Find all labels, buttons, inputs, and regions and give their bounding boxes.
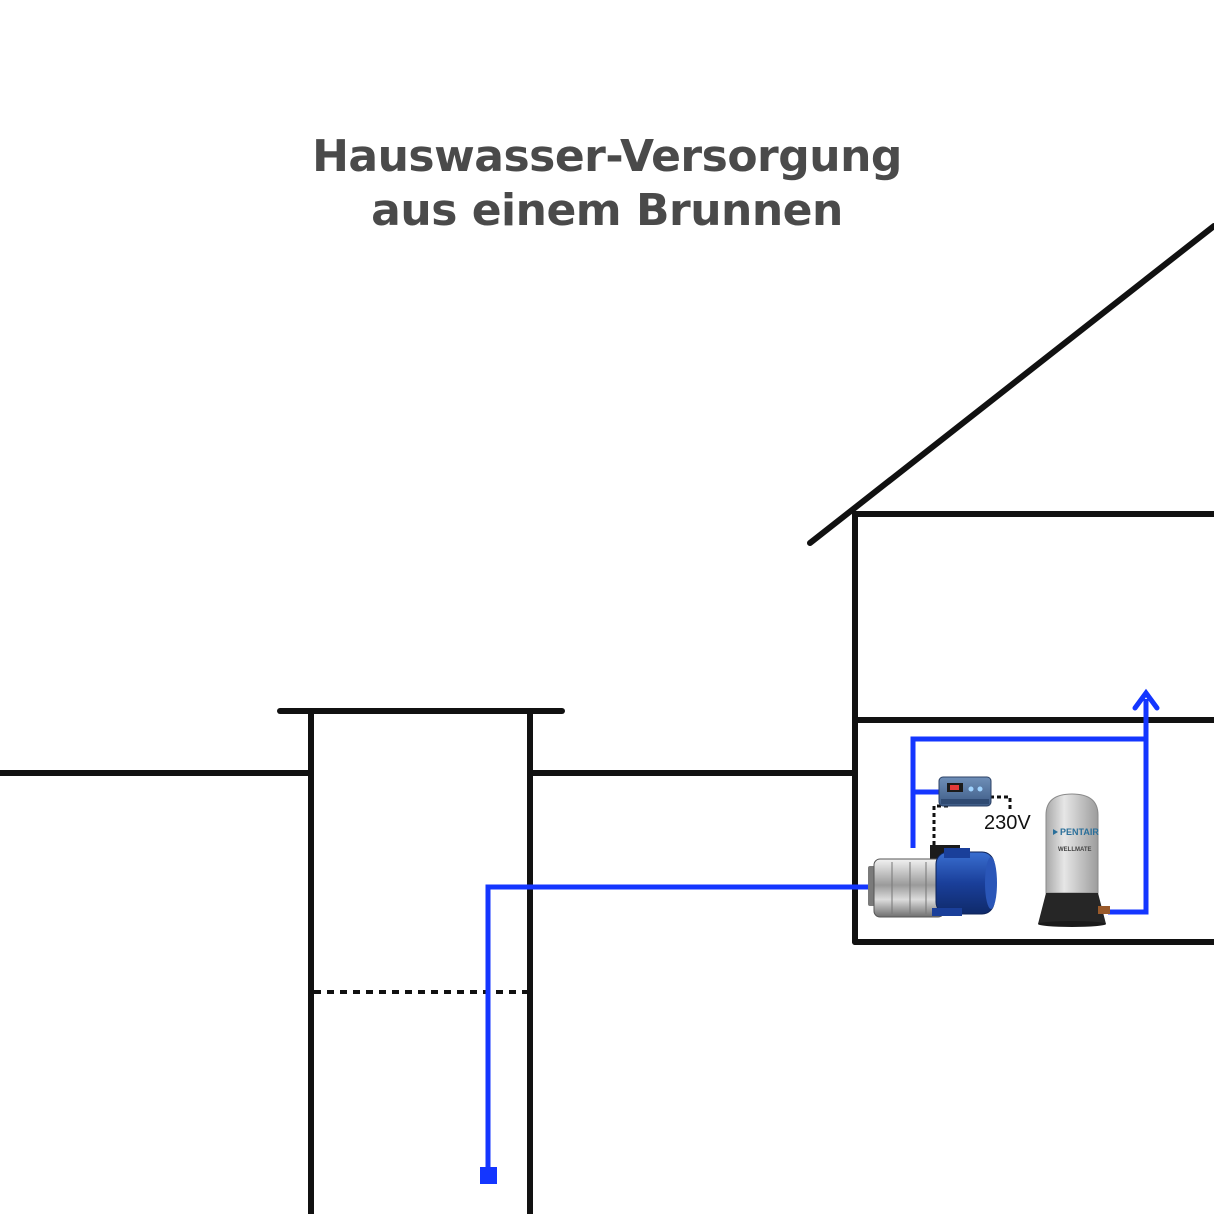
foot-valve <box>480 1167 497 1184</box>
tank-model-label: WELLMATE <box>1058 847 1092 853</box>
pressure-tank: PENTAIR WELLMATE <box>1038 793 1110 927</box>
pentair-logo-icon <box>1053 829 1058 835</box>
pressure-pipe <box>910 699 1149 915</box>
house-outline <box>807 223 1214 945</box>
power-cable <box>932 795 1012 845</box>
voltage-label: 230V <box>984 812 1031 834</box>
pressure-controller <box>938 776 992 807</box>
title-line-1: Hauswasser-Versorgung <box>312 131 902 182</box>
centrifugal-pump <box>868 845 997 918</box>
well-shaft <box>277 708 565 1214</box>
supply-arrow-icon <box>1132 688 1160 711</box>
diagram-title: Hauswasser-Versorgung aus einem Brunnen <box>0 130 1214 238</box>
suction-pipe <box>485 884 868 1170</box>
title-line-2: aus einem Brunnen <box>371 185 843 236</box>
tank-brand-label: PENTAIR <box>1060 827 1099 837</box>
